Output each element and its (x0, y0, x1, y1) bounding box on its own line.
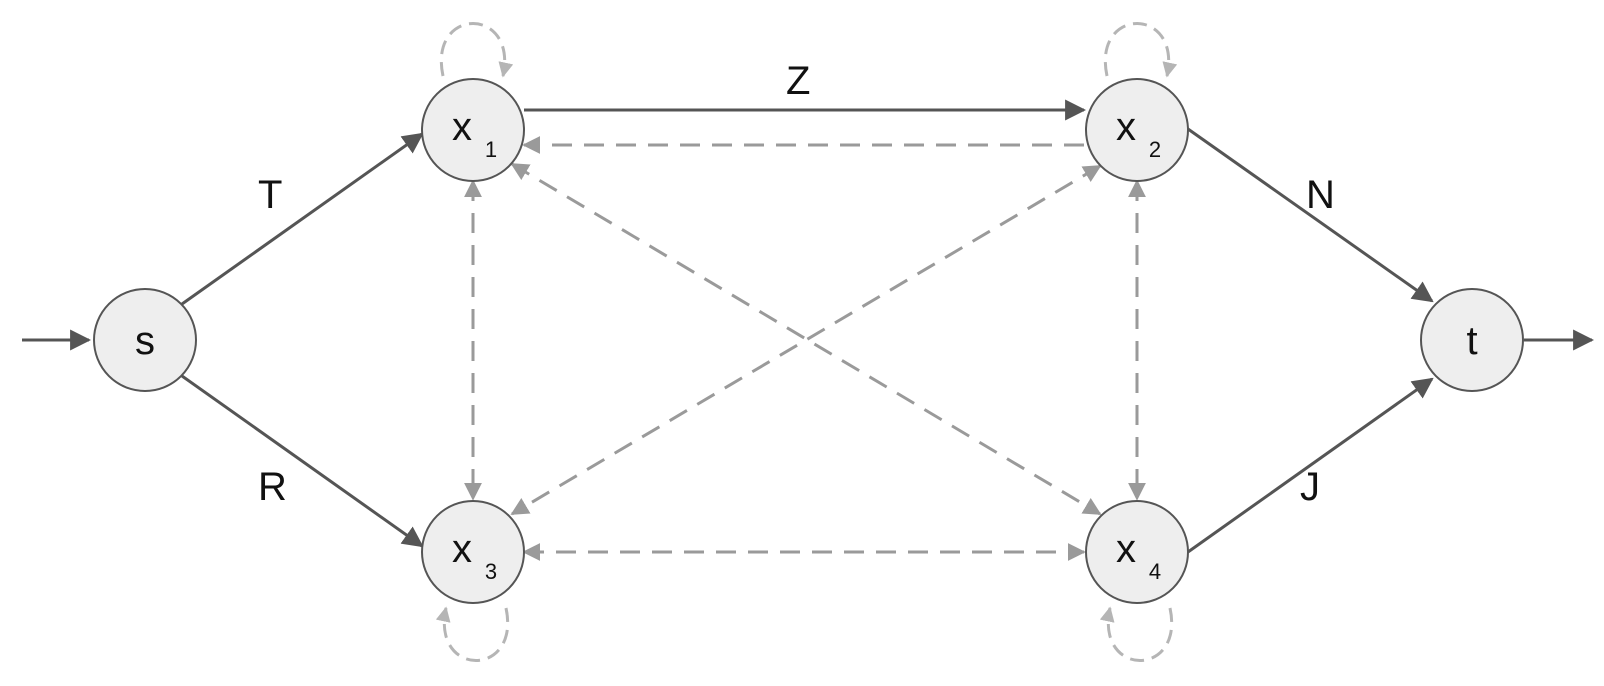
edge-label-s-x1: T (258, 173, 282, 217)
edge-x2-x3-dashed (510, 164, 1102, 516)
edge-label-x4-t: J (1300, 465, 1320, 509)
self-loop-x3 (435, 606, 510, 662)
edge-x2-t (1187, 127, 1434, 303)
node-x4-subscript: 4 (1149, 559, 1161, 584)
self-loop-x4 (1099, 606, 1174, 662)
node-x2-subscript: 2 (1149, 137, 1161, 162)
node-x1-subscript: 1 (485, 137, 497, 162)
edge-s-x1 (181, 132, 424, 306)
self-loop-x2 (1103, 22, 1178, 78)
node-x1: x 1 (421, 78, 525, 182)
edge-x4-t (1187, 377, 1434, 554)
node-x4: x 4 (1085, 500, 1189, 604)
node-x3-label: x (452, 527, 472, 571)
node-x2-label: x (1116, 105, 1136, 149)
edge-label-x2-t: N (1306, 173, 1335, 217)
node-x1-label: x (452, 105, 472, 149)
node-x2: x 2 (1085, 78, 1189, 182)
edge-label-s-x3: R (258, 465, 287, 509)
edge-s-x3 (181, 374, 424, 548)
node-s-label: s (135, 319, 155, 363)
node-x3-subscript: 3 (485, 559, 497, 584)
self-loop-x1 (439, 22, 514, 78)
node-x3: x 3 (421, 500, 525, 604)
node-s: s (93, 288, 197, 392)
node-t-label: t (1466, 319, 1477, 363)
node-x4-label: x (1116, 527, 1136, 571)
edge-label-x1-x2: Z (786, 59, 810, 103)
node-t: t (1420, 288, 1524, 392)
